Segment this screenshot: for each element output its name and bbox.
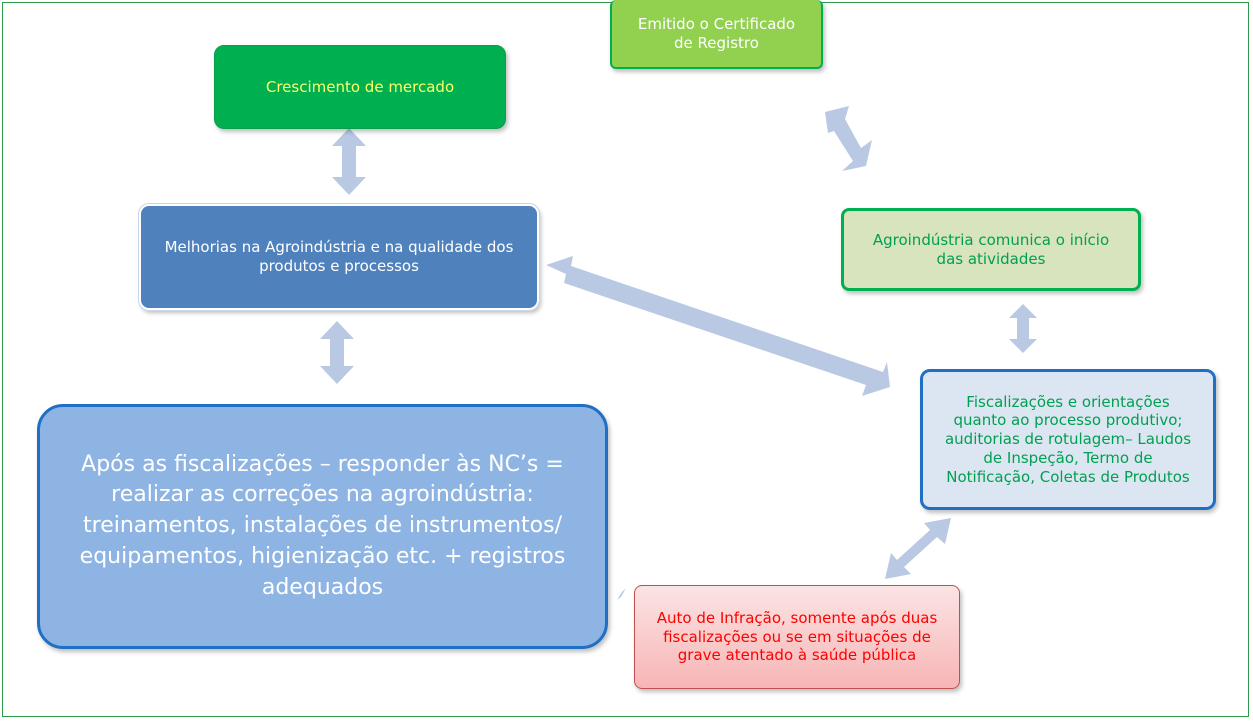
node-text-line: das atividades (936, 249, 1046, 268)
node-text-line: adequados (261, 574, 384, 600)
arrow-fiscalizacoes-auto (885, 518, 951, 579)
node-text-line: Melhorias na Agroindústria e na qualidad… (164, 238, 514, 257)
node-apos-fiscalizacoes: Após as fiscalizações – responder às NC’… (37, 404, 608, 649)
node-melhorias: Melhorias na Agroindústria e na qualidad… (138, 203, 540, 311)
node-text-line: realizar as correções na agroindústria: (111, 482, 534, 508)
node-text-line: de Registro (674, 33, 759, 52)
node-text-line: grave atentado à saúde pública (677, 646, 917, 665)
node-auto-de-infracao: Auto de Infração, somente após duas fisc… (634, 585, 960, 689)
node-text-line: Crescimento de mercado (265, 77, 455, 96)
node-agroindustria-comunica: Agroindústria comunica o início das ativ… (841, 208, 1141, 291)
node-text-line: Agroindústria comunica o início (872, 230, 1110, 249)
node-text-line: treinamentos, instalações de instrumento… (83, 513, 562, 539)
node-crescimento-de-mercado: Crescimento de mercado (214, 45, 506, 129)
node-emitido-certificado: Emitido o Certificado de Registro (610, 0, 823, 69)
node-text-line: de Inspeção, Termo de (983, 448, 1153, 467)
arrow-crescimento-melhorias (332, 128, 366, 195)
node-text-line: fiscalizações ou se em situações de (663, 627, 931, 646)
arrow-melhorias-apos (320, 321, 354, 384)
arrow-fragment (617, 588, 626, 600)
node-text-line: Notificação, Coletas de Produtos (946, 467, 1190, 486)
arrow-comunica-fiscalizacoes (1009, 304, 1037, 353)
node-text-line: Auto de Infração, somente após duas (656, 608, 938, 627)
node-text-line: quanto ao processo produtivo; (953, 411, 1183, 430)
arrow-melhorias-fiscalizacoes (546, 256, 890, 396)
node-text-line: Emitido o Certificado (637, 14, 796, 33)
node-text-line: produtos e processos (259, 257, 419, 275)
node-text-line: auditorias de rotulagem– Laudos (944, 430, 1192, 449)
arrow-emitido-comunica (825, 106, 872, 171)
node-fiscalizacoes-orientacoes: Fiscalizações e orientações quanto ao pr… (920, 369, 1216, 510)
node-text-line: Fiscalizações e orientações (966, 392, 1170, 411)
node-text-line: equipamentos, higienização etc. + regist… (79, 543, 566, 569)
node-text-line: Após as fiscalizações – responder às NC’… (81, 451, 564, 477)
